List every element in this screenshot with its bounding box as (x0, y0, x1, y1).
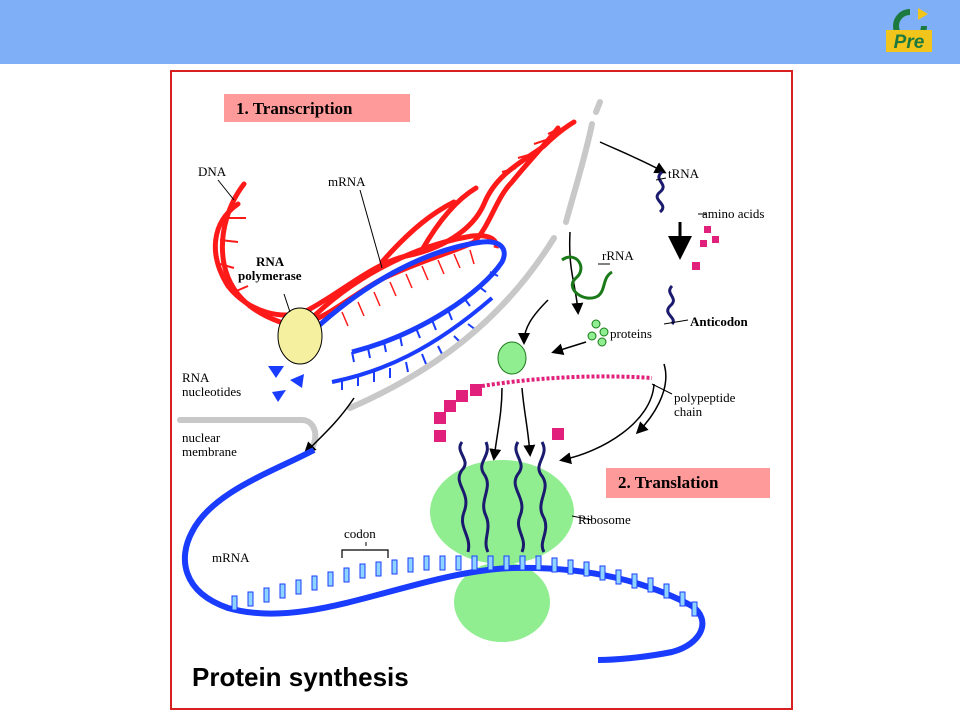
ribosome-label: Ribosome (578, 512, 631, 527)
rna-polymerase-label-1: RNA (256, 254, 285, 269)
figure-geometry (177, 94, 770, 663)
rna-polymerase-label-2: polymerase (238, 268, 302, 283)
polypeptide-chain-strand (481, 374, 653, 388)
base-pairs (341, 249, 475, 327)
polypeptide-chain (434, 384, 482, 424)
diagram-frame: 1. Transcription 2. Translation DNA mRNA… (170, 70, 793, 710)
ribosome-small-icon (454, 562, 550, 642)
transcription-box (224, 94, 410, 122)
charged-trna-icon (666, 262, 700, 326)
rna-polymerase-icon (277, 307, 323, 365)
nuclear-membrane-label-2: membrane (182, 444, 237, 459)
header-bar (0, 0, 960, 64)
trna-label: tRNA (668, 166, 700, 181)
logo-text: Pre (894, 32, 925, 53)
trna-amino-acid-right (552, 428, 564, 440)
protein-synthesis-diagram: 1. Transcription 2. Translation DNA mRNA… (177, 94, 770, 692)
rna-nucleotides-label-1: RNA (182, 370, 210, 385)
amino-acids-label: amino acids (702, 206, 764, 221)
dna-rungs (219, 127, 561, 293)
arrows (303, 141, 667, 465)
dna-template-strand (306, 233, 499, 324)
dna-label: DNA (198, 164, 227, 179)
mrna-teeth (351, 271, 499, 363)
ribosome-large-icon (430, 460, 574, 564)
translation-title: 2. Translation (618, 473, 719, 492)
anticodon-label: Anticodon (690, 314, 749, 329)
rna-nucleotides-label-2: nucleotides (182, 384, 241, 399)
proteins-label: proteins (610, 326, 652, 341)
amino-acids-icon (700, 226, 719, 247)
mrna-label-bottom: mRNA (212, 550, 250, 565)
ribosome-trnas (457, 441, 548, 553)
mrna-label-top: mRNA (328, 174, 366, 189)
diagram-title: Protein synthesis (192, 662, 409, 692)
nuclear-membrane-label-1: nuclear (182, 430, 221, 445)
leader-lines (217, 177, 706, 546)
rrna-icon (561, 255, 613, 300)
logo-plate (886, 30, 932, 52)
codon-bracket (341, 549, 389, 558)
mrna-strand-top (312, 239, 507, 355)
mrna-released (331, 296, 494, 384)
mrna-bases (231, 555, 698, 617)
rna-nucleotides-icon (268, 366, 304, 402)
proteins-icon (587, 319, 609, 347)
small-subunit-icon (497, 341, 527, 375)
polypeptide-label-2: chain (674, 404, 703, 419)
pre-logo-icon: Pre (886, 8, 932, 53)
polypeptide-label-1: polypeptide (674, 390, 736, 405)
codon-label: codon (344, 526, 376, 541)
logo-arrow (918, 8, 928, 20)
translation-box (606, 468, 770, 498)
trna-amino-acid-left (434, 430, 446, 442)
trna-icon (655, 170, 665, 214)
rrna-label: rRNA (602, 248, 634, 263)
transcription-title: 1. Transcription (236, 99, 353, 118)
mrna-strand-bottom (182, 447, 706, 663)
